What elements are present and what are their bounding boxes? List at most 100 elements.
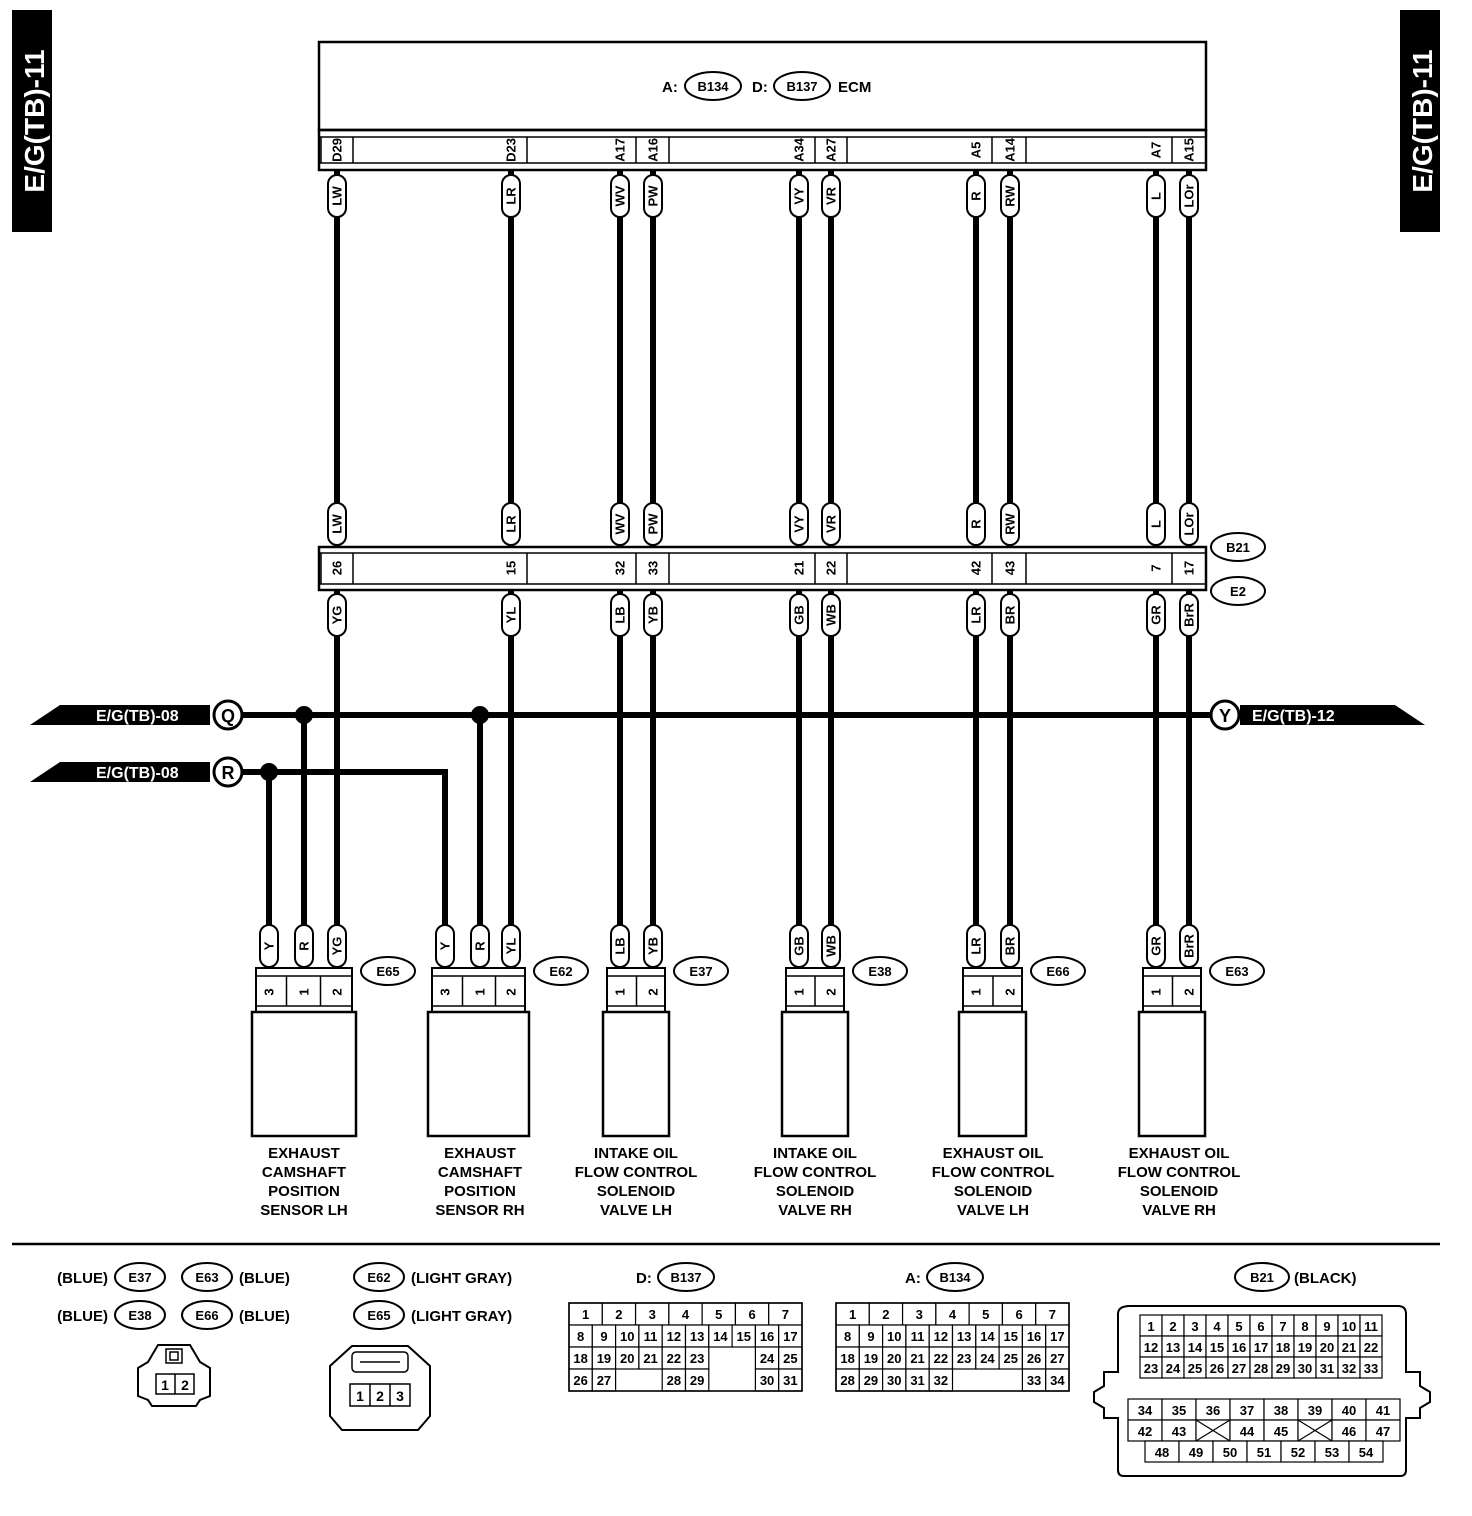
pin-cell-num: 18 [840,1351,854,1366]
page-tag-right: E/G(TB)-11 [1400,10,1440,232]
legend-e65-color: (LIGHT GRAY) [411,1308,512,1325]
legend-e37-color: (BLUE) [57,1270,108,1287]
junction-upper-color-capsule [327,502,347,546]
pin-cell-num: 16 [1232,1340,1246,1355]
pin-cell-num: 3 [916,1307,923,1322]
component-pin-num: 2 [1182,988,1197,995]
junction-lower-color-label: LR [969,606,984,624]
pin-cell-num: 33 [1364,1361,1378,1376]
ecm-color-capsule [1179,174,1199,218]
ecm-color-label: WV [613,185,628,206]
junction-connector: B21 E2 [317,532,1266,606]
component-pin-color-label: BrR [1182,933,1197,957]
pin-cell-num: 43 [1172,1424,1186,1439]
pin-cell [1348,1440,1384,1463]
pin-cell-num: 36 [1206,1403,1220,1418]
junction-upper-color-label: LR [504,515,519,533]
pin-cell-num: 13 [957,1329,971,1344]
component-connector-ellipse [852,956,908,986]
component-pin-color-capsule [610,924,630,968]
component-e62: Y3R1YL2E62EXHAUSTCAMSHAFTPOSITIONSENSOR … [426,924,589,1219]
pin-cell-num: 23 [957,1351,971,1366]
junction-upper-color-capsule [610,502,630,546]
pin-cell-num: 40 [1342,1403,1356,1418]
pin-cell-num: 19 [597,1351,611,1366]
component-pin-num: 2 [1003,988,1018,995]
junction-upper-color-capsule [789,502,809,546]
junction-lower-color-capsule [1179,593,1199,637]
component-pin-color-label: YG [330,937,345,956]
three-pin-2: 2 [376,1388,384,1404]
junction-upper-color-label: PW [646,513,661,535]
pin-cell-num: 51 [1257,1445,1271,1460]
junction-pin-22: 22 [824,561,839,575]
pin-cell-num: 4 [1213,1319,1221,1334]
pin-cell-num: 41 [1376,1403,1390,1418]
pin-cell-num: 9 [867,1329,874,1344]
component-pin-color-capsule [259,924,279,968]
component-caption-line: FLOW CONTROL [1118,1164,1240,1181]
pin-cell [1359,1356,1383,1379]
junction-pin-26: 26 [330,561,345,575]
pin-cell-num: 45 [1274,1424,1288,1439]
pin-cell-num: 30 [760,1373,774,1388]
pin-cell-num: 14 [1188,1340,1203,1355]
junction-upper-color-label: VR [824,514,839,533]
d-connector-name: B137 [670,1270,701,1285]
legend-e62-color: (LIGHT GRAY) [411,1270,512,1287]
ecm-pin-d23: D23 [504,138,519,162]
component-connector-ellipse [1209,956,1265,986]
ecm-color-label: L [1149,192,1164,200]
junction-pin-21: 21 [792,561,807,575]
ecm-color-capsule [789,174,809,218]
pin-cell-num: 32 [934,1373,948,1388]
component-connector-name: E63 [1225,964,1248,979]
pin-blank-mark [1195,1419,1231,1442]
component-pin-color-capsule [1179,924,1199,968]
component-caption-line: SOLENOID [954,1183,1033,1200]
component-pin-num: 1 [473,988,488,995]
bus-r-letter: R [222,763,235,783]
junction-lower-color-capsule [789,593,809,637]
junction-upper-color-capsule [966,502,986,546]
pin-cell-num: 12 [1144,1340,1158,1355]
component-connector-ellipse [673,956,729,986]
component-connector-name: E66 [1046,964,1069,979]
component-pin-color-capsule [294,924,314,968]
component-connector-name: E62 [549,964,572,979]
component-body [780,1010,850,1138]
pin-cell-num: 21 [643,1351,657,1366]
ecm-color-capsule [501,174,521,218]
bus-y-letter: Y [1219,706,1231,726]
pin-cell-num: 26 [573,1373,587,1388]
pin-cell-num: 13 [1166,1340,1180,1355]
legend-e63-name: E63 [195,1270,218,1285]
component-caption-line: SOLENOID [597,1183,676,1200]
pin-cell-num: 22 [667,1351,681,1366]
junction-lower-color-capsule [610,593,630,637]
component-caption-line: POSITION [444,1183,516,1200]
ecm-color-capsule [327,174,347,218]
ecm-color-label: VR [824,186,839,205]
junction-upper-label: B21 [1226,540,1250,555]
pin-cell-num: 19 [1298,1340,1312,1355]
pin-cell-num: 31 [783,1373,797,1388]
pin-cell-num: 29 [1276,1361,1290,1376]
legend-e66-name: E66 [195,1308,218,1323]
pin-cell-num: 8 [844,1329,851,1344]
component-connector-name: E37 [689,964,712,979]
legend-e65-name: E65 [367,1308,390,1323]
pin-cell-num: 24 [980,1351,995,1366]
pin-cell-num: 24 [1166,1361,1181,1376]
two-pin-connector-face: 1 2 [137,1344,211,1407]
pin-cell-num: 33 [1027,1373,1041,1388]
component-connector-name: E65 [376,964,399,979]
three-pin-connector-face: 1 2 3 [329,1345,431,1431]
component-caption-line: CAMSHAFT [438,1164,522,1181]
